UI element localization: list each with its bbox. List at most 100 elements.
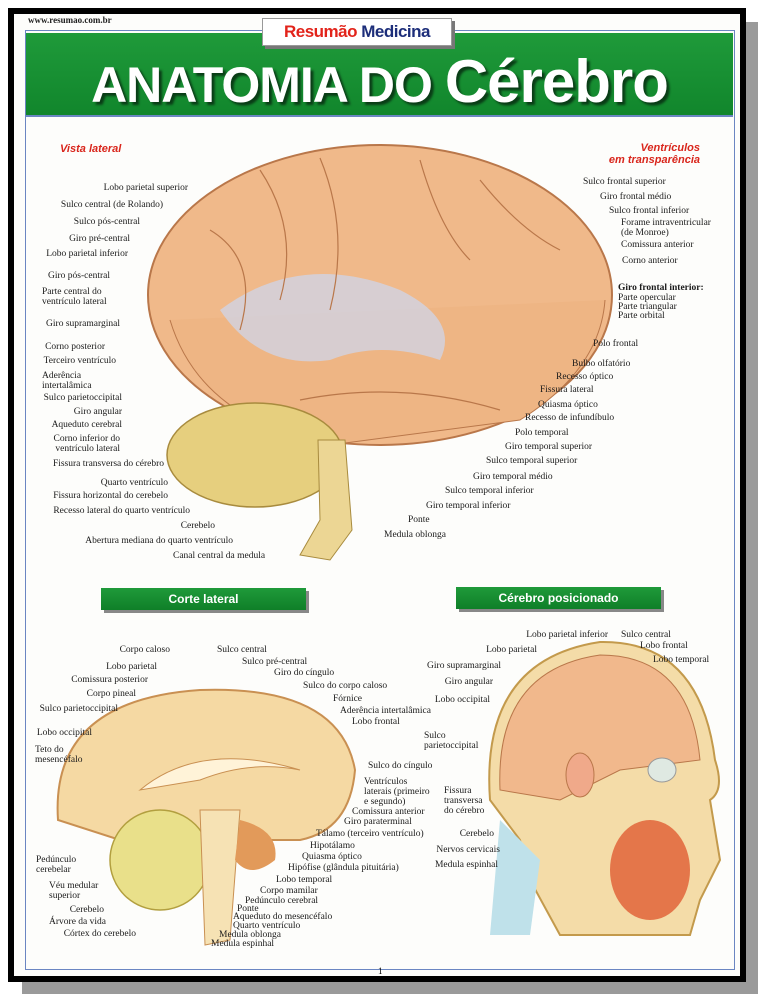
anatomy-label: Árvore da vida bbox=[49, 917, 106, 927]
anatomy-label: Terceiro ventrículo bbox=[43, 356, 116, 366]
anatomy-label: Ponte bbox=[408, 515, 430, 525]
anatomy-label: Giro angular bbox=[444, 677, 493, 687]
anatomy-label: Lobo parietal inferior bbox=[526, 630, 608, 640]
anatomy-label: Ponte bbox=[237, 904, 259, 914]
page-title: ANATOMIA DO Cérebro bbox=[26, 47, 733, 116]
anatomy-label: Fissura transversa do cérebro bbox=[52, 459, 164, 469]
anatomy-label: Recesso de infundíbulo bbox=[525, 413, 615, 423]
anatomy-label: Nervos cervicais bbox=[436, 845, 500, 855]
anatomy-label: Giro frontal médio bbox=[600, 192, 672, 202]
anatomy-label: Lobo occipital bbox=[434, 695, 490, 705]
anatomy-label: Hipotálamo bbox=[310, 841, 355, 851]
anatomy-label: Comissura anterior bbox=[352, 807, 425, 817]
anatomy-label: Sulco frontal inferior bbox=[609, 206, 690, 216]
section-cerebro-posicionado: Cérebro posicionado bbox=[456, 587, 661, 609]
anatomy-label: Giro supramarginal bbox=[427, 661, 501, 671]
title-part-1: ANATOMIA DO bbox=[91, 57, 433, 113]
anatomy-label: Giro pré-central bbox=[69, 234, 130, 244]
anatomy-label: Sulco temporal inferior bbox=[445, 486, 534, 496]
anatomy-label: Abertura mediana do quarto ventrículo bbox=[85, 536, 233, 546]
caption-ventricles-line2: em transparência bbox=[608, 154, 700, 166]
anatomy-label: Sulco parietoccipital bbox=[424, 731, 479, 751]
anatomy-label: Cerebelo bbox=[180, 521, 215, 531]
anatomy-label: Giro temporal superior bbox=[505, 442, 593, 452]
anatomy-label: Recesso óptico bbox=[556, 372, 614, 382]
website-url[interactable]: www.resumao.com.br bbox=[28, 15, 112, 25]
anatomy-label: Lobo parietal inferior bbox=[46, 249, 128, 259]
title-banner: ANATOMIA DO Cérebro bbox=[26, 33, 733, 117]
anatomy-label: Parte orbital bbox=[618, 311, 665, 321]
anatomy-label: Comissura posterior bbox=[71, 675, 148, 685]
anatomy-label: Véu medular superior bbox=[49, 881, 99, 901]
anatomy-label: Giro paraterminal bbox=[344, 817, 412, 827]
anatomy-label: Canal central da medula bbox=[173, 551, 266, 561]
anatomy-label: Aqueduto do mesencéfalo bbox=[233, 912, 333, 922]
anatomy-label: Quarto ventrículo bbox=[233, 921, 301, 931]
anatomy-label: Medula espinhal bbox=[434, 860, 498, 870]
anatomy-label: Sulco frontal superior bbox=[583, 177, 666, 187]
anatomy-label: Giro angular bbox=[73, 407, 122, 417]
anatomy-label: Sulco do cíngulo bbox=[368, 761, 433, 771]
anatomy-label: Quarto ventrículo bbox=[100, 478, 168, 488]
title-part-2: Cérebro bbox=[444, 48, 669, 115]
sagittal-brain-illustration bbox=[56, 688, 357, 946]
anatomy-label: Lobo occipital bbox=[36, 728, 92, 738]
anatomy-label: Medula oblonga bbox=[384, 530, 447, 540]
anatomy-label: Giro supramarginal bbox=[46, 319, 120, 329]
page-number: 1 bbox=[378, 966, 383, 976]
anatomy-label: Polo frontal bbox=[593, 339, 639, 349]
anatomy-label: Corno inferior do ventrículo lateral bbox=[53, 434, 121, 454]
brand-part-1: Resumão bbox=[283, 22, 358, 41]
caption-vista-lateral: Vista lateral bbox=[60, 143, 122, 155]
anatomy-label: Giro temporal médio bbox=[473, 472, 553, 482]
anatomy-label: Sulco pré-central bbox=[242, 657, 308, 667]
anatomy-label: Pedúnculo cerebral bbox=[245, 896, 319, 906]
anatomy-label: Fissura transversa do cérebro bbox=[444, 786, 485, 816]
anatomy-label: Corpo mamilar bbox=[260, 886, 318, 896]
anatomy-label: Cerebelo bbox=[459, 829, 494, 839]
anatomy-label: Sulco central bbox=[217, 645, 267, 655]
anatomy-label: Aderência intertalâmica bbox=[42, 371, 92, 391]
anatomy-label: Fissura horizontal do cerebelo bbox=[53, 491, 168, 501]
anatomy-label: Lobo frontal bbox=[352, 717, 400, 727]
anatomy-label: Sulco pós-central bbox=[73, 217, 140, 227]
anatomy-label: Fissura lateral bbox=[540, 385, 594, 395]
lateral-brain-illustration bbox=[147, 144, 613, 561]
anatomy-label: Córtex do cerebelo bbox=[63, 929, 136, 939]
anatomy-label: Corno anterior bbox=[622, 256, 678, 266]
anatomy-label: Corpo caloso bbox=[119, 645, 170, 655]
anatomy-label: Cerebelo bbox=[69, 905, 104, 915]
anatomy-label: Lobo temporal bbox=[653, 655, 710, 665]
anatomy-label: Quiasma óptico bbox=[302, 852, 362, 862]
anatomy-label: Lobo parietal bbox=[486, 645, 537, 655]
anatomy-label: Aqueduto cerebral bbox=[51, 420, 122, 430]
anatomy-label: Lobo parietal superior bbox=[103, 183, 188, 193]
anatomy-label: Giro frontal interior: bbox=[618, 283, 704, 293]
brand-logo: Resumão Medicina bbox=[262, 18, 452, 46]
anatomy-label: Corpo pineal bbox=[86, 689, 136, 699]
anatomy-label: Medula oblonga bbox=[219, 930, 282, 940]
anatomy-label: Sulco parietoccipital bbox=[39, 704, 118, 714]
anatomy-label: Sulco parietoccipital bbox=[43, 393, 122, 403]
anatomy-label: Giro do cíngulo bbox=[274, 668, 335, 678]
anatomy-label: Polo temporal bbox=[515, 428, 569, 438]
anatomy-label: Giro pós-central bbox=[48, 271, 110, 281]
anatomy-label: Parte central do ventrículo lateral bbox=[42, 287, 107, 307]
anatomy-label: Teto do mesencéfalo bbox=[35, 745, 83, 765]
anatomy-label: Parte triangular bbox=[618, 302, 677, 312]
anatomy-label: Forame intraventricular (de Monroe) bbox=[621, 218, 711, 238]
anatomy-label: Lobo frontal bbox=[640, 641, 688, 651]
section-corte-lateral: Corte lateral bbox=[101, 588, 306, 610]
anatomy-label: Quiasma óptico bbox=[538, 400, 598, 410]
anatomy-label: Lobo temporal bbox=[276, 875, 333, 885]
anatomy-label: Bulbo olfatório bbox=[572, 359, 631, 369]
anatomy-label: Parte opercular bbox=[618, 293, 676, 303]
anatomy-label: Fórnice bbox=[333, 694, 363, 704]
anatomy-label: Ventrículos laterais (primeiro e segundo… bbox=[364, 777, 430, 807]
anatomy-label: Sulco temporal superior bbox=[486, 456, 578, 466]
anatomy-label: Medula espinhal bbox=[211, 939, 275, 949]
anatomy-label: Aderência intertalâmica bbox=[340, 706, 431, 716]
anatomy-label: Sulco central bbox=[621, 630, 671, 640]
anatomy-label: Corno posterior bbox=[45, 342, 105, 352]
anatomy-label: Pedúnculo cerebelar bbox=[36, 855, 77, 875]
